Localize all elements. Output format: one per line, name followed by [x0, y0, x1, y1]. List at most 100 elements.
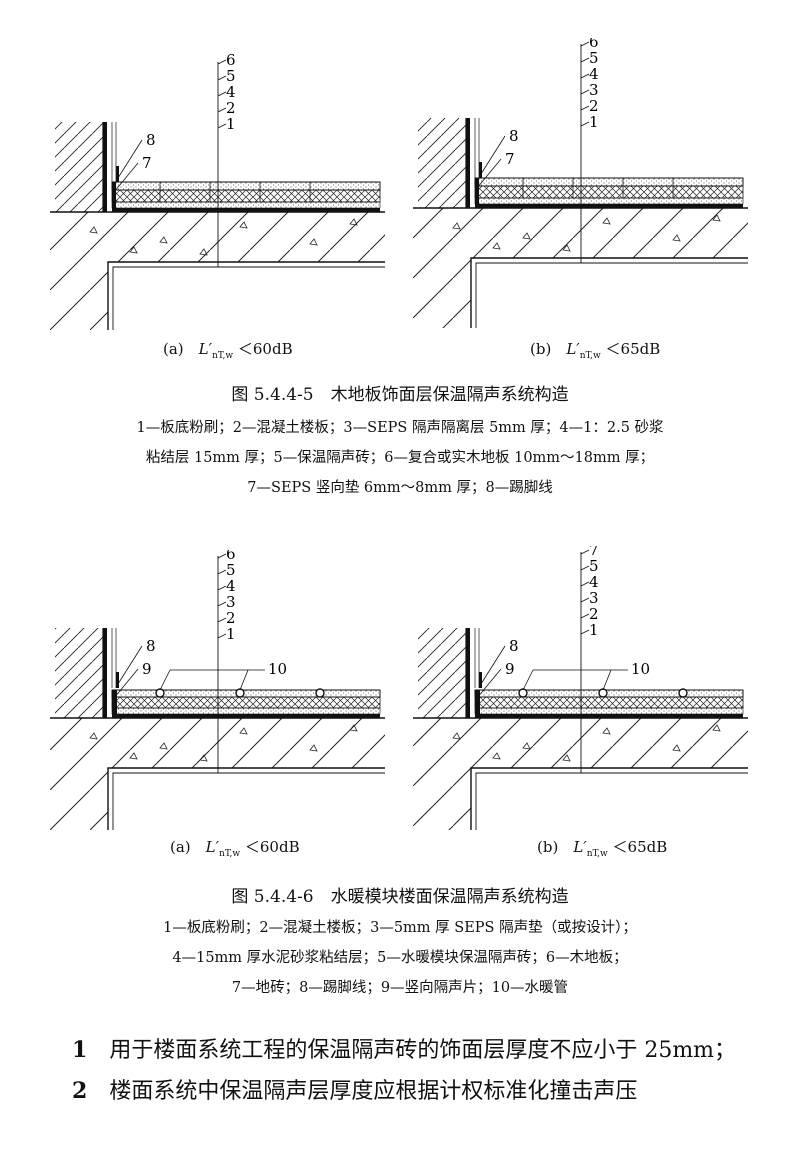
leader-line	[522, 669, 534, 691]
wall-plaster	[103, 122, 107, 212]
aggregate-mark	[159, 236, 168, 244]
side-label: 10	[631, 660, 650, 678]
ceiling-plaster-line	[475, 262, 748, 328]
heating-pipe	[235, 688, 245, 698]
sound-pad-layer	[475, 714, 743, 718]
floor-finish-layer	[474, 177, 744, 187]
layer-label: 6	[226, 51, 236, 69]
insulation-tile-layer	[111, 189, 381, 203]
aggregate-mark	[129, 752, 138, 760]
aggregate-mark	[89, 226, 98, 234]
mortar-layer	[111, 707, 381, 715]
leader-tick	[217, 585, 227, 591]
heating-pipe	[598, 688, 608, 698]
leader-tick	[217, 633, 227, 639]
layer-label: 5	[589, 49, 599, 67]
leader-tick	[217, 107, 227, 113]
concrete-slab	[413, 208, 748, 258]
leader-tick	[217, 75, 227, 81]
wall-hatch	[55, 628, 103, 718]
aggregate-mark	[602, 727, 611, 735]
side-label: 8	[509, 637, 519, 655]
leader-tick	[217, 123, 227, 129]
layer-label: 3	[226, 593, 236, 611]
beam	[50, 768, 108, 830]
leader-tick	[580, 597, 590, 603]
leader-tick	[580, 73, 590, 79]
layer-label: 3	[589, 589, 599, 607]
leader-tick	[580, 549, 590, 555]
figure-caption: 图 5.4.4-5 木地板饰面层保温隔声系统构造	[231, 385, 569, 405]
side-label: 7	[505, 150, 515, 168]
wall-hatch	[418, 118, 466, 208]
beam-outline	[107, 767, 385, 830]
heating-pipe	[518, 688, 528, 698]
aggregate-mark	[522, 742, 531, 750]
body-paragraph: 1 用于楼面系统工程的保温隔声砖的饰面层厚度不应小于 25mm； 2 楼面系统中…	[72, 1037, 737, 1104]
floor-finish-layer	[111, 689, 381, 698]
aggregate-mark	[672, 234, 681, 242]
leader-line	[602, 669, 612, 691]
aggregate-mark	[89, 732, 98, 740]
leader-line	[239, 669, 249, 691]
beam	[50, 262, 108, 330]
leader-line	[480, 645, 506, 685]
ceiling-plaster-line	[112, 266, 385, 330]
leader-tick	[580, 105, 590, 111]
leader-tick	[217, 91, 227, 97]
aggregate-mark	[522, 232, 531, 240]
layer-label: 1	[226, 625, 236, 643]
aggregate-mark	[129, 246, 138, 254]
aggregate-mark	[672, 744, 681, 752]
leader-tick	[580, 89, 590, 95]
ceiling-plaster-line	[475, 772, 748, 830]
layer-label: 4	[589, 573, 599, 591]
skirting	[479, 162, 482, 178]
mortar-layer	[474, 197, 744, 205]
sound-isolation-layer	[112, 208, 380, 212]
heating-pipe	[155, 688, 165, 698]
subcaption-5-4-4-5-b: (b) L′nT,w ＜65dB	[530, 340, 661, 361]
aggregate-mark	[562, 754, 571, 762]
floor-finish-layer	[111, 181, 381, 191]
aggregate-mark	[712, 214, 721, 222]
mortar-layer	[474, 707, 744, 715]
layer-label: 4	[589, 65, 599, 83]
beam-outline	[470, 257, 748, 328]
aggregate-mark	[602, 217, 611, 225]
leader-line	[117, 139, 143, 179]
heating-pipe	[315, 688, 325, 698]
subcaption-5-4-4-5-a: (a) L′nT,w ＜60dB	[163, 340, 293, 361]
aggregate-mark	[199, 248, 208, 256]
vertical-pad	[112, 182, 116, 212]
concrete-slab	[50, 212, 385, 262]
subcaption-5-4-4-6-b: (b) L′nT,w ＜65dB	[537, 838, 668, 859]
leader-line	[480, 135, 506, 175]
leader-line	[476, 668, 502, 699]
skirting	[116, 166, 119, 182]
layer-label: 5	[226, 561, 236, 579]
leader-line	[117, 645, 143, 685]
leader-line	[113, 162, 139, 193]
layer-label: 6	[226, 550, 236, 563]
figure-legend: 1—板底粉刷；2—混凝土楼板；3—SEPS 隔声隔离层 5mm 厚；4—1：2.…	[136, 420, 664, 496]
aggregate-mark	[159, 742, 168, 750]
heating-pipe	[678, 688, 688, 698]
side-label: 8	[146, 637, 156, 655]
layer-label: 2	[589, 97, 599, 115]
leader-tick	[217, 569, 227, 575]
leader-tick	[217, 59, 227, 65]
side-label: 9	[142, 660, 152, 678]
heating-module-layer	[111, 696, 381, 709]
concrete-slab	[413, 718, 748, 768]
heating-module-layer	[474, 696, 744, 709]
aggregate-mark	[349, 218, 358, 226]
layer-label: 1	[589, 621, 599, 639]
aggregate-mark	[239, 221, 248, 229]
leader-tick	[217, 601, 227, 607]
vertical-pad	[475, 178, 479, 208]
